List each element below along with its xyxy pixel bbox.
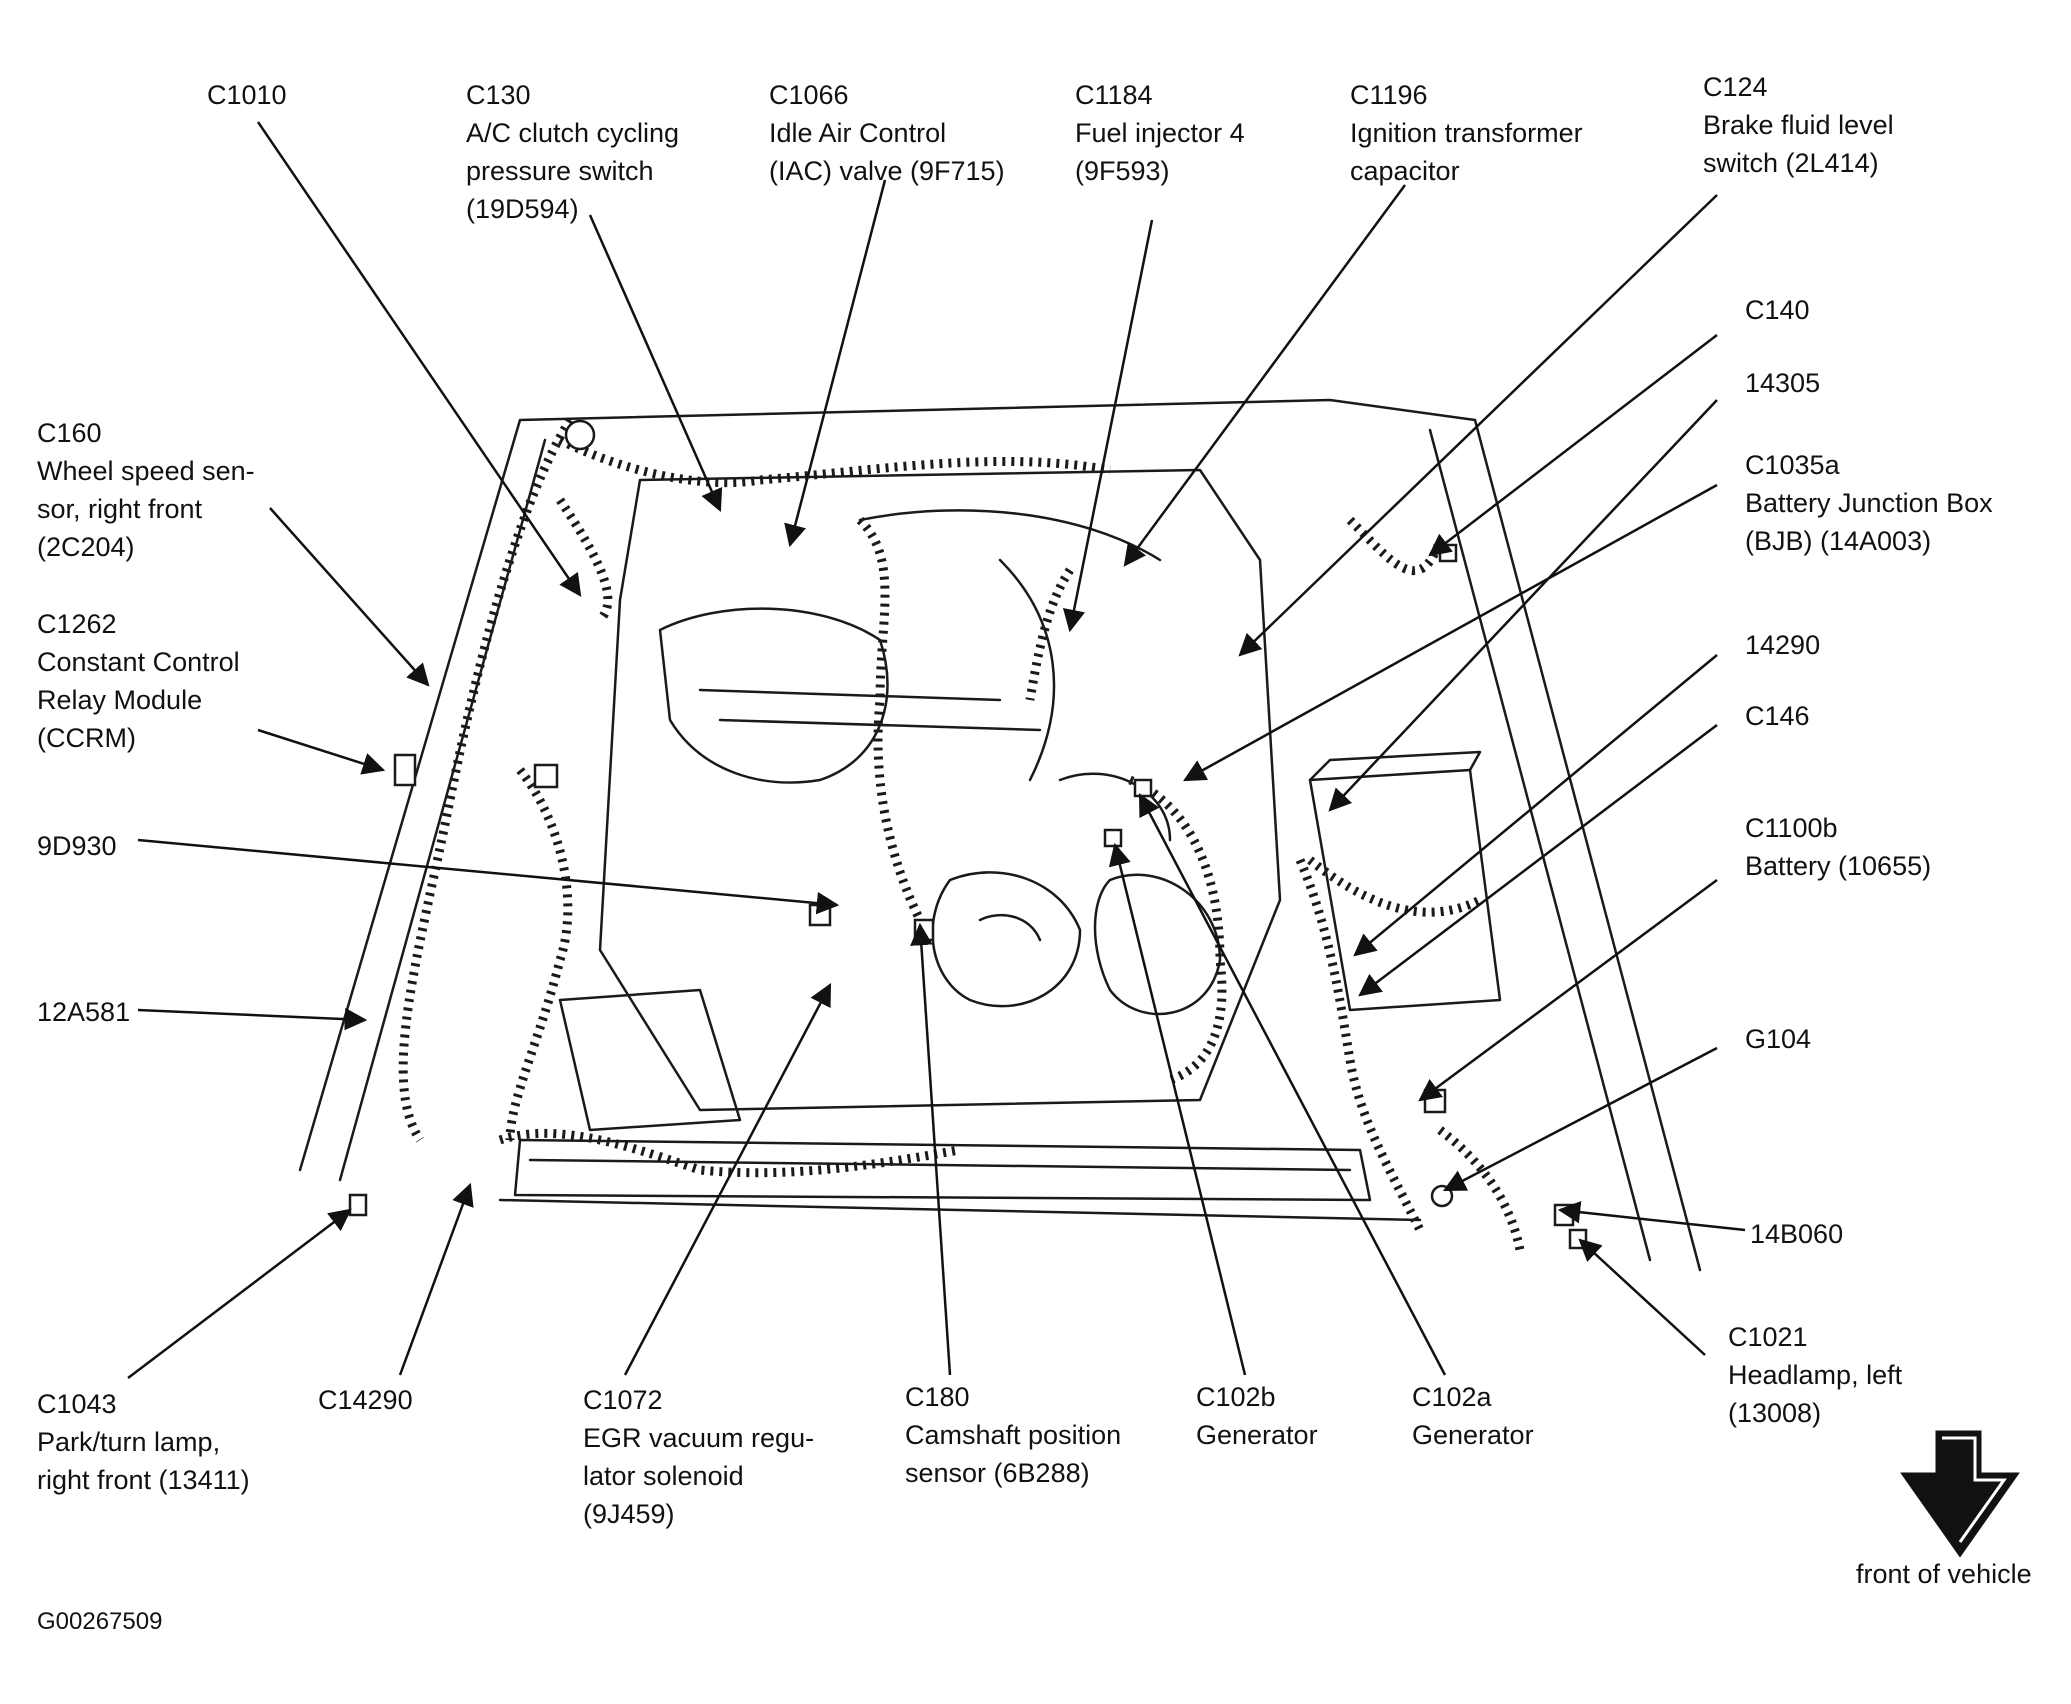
label-c1196: C1196 Ignition transformer capacitor (1350, 76, 1583, 190)
label-line: Generator (1412, 1420, 1534, 1450)
label-line: Headlamp, left (1728, 1360, 1903, 1390)
label-line: switch (2L414) (1703, 148, 1879, 178)
label-code: 12A581 (37, 997, 131, 1027)
label-c102b: C102b Generator (1196, 1378, 1318, 1454)
label-c1043: C1043 Park/turn lamp, right front (13411… (37, 1385, 250, 1499)
label-code: C1072 (583, 1385, 663, 1415)
label-line: (13008) (1728, 1398, 1822, 1428)
label-line: Camshaft position (905, 1420, 1122, 1450)
label-c146: C146 (1745, 697, 1810, 735)
label-line: capacitor (1350, 156, 1460, 186)
label-c130: C130 A/C clutch cycling pressure switch … (466, 76, 679, 228)
label-code: C1010 (207, 80, 287, 110)
label-line: Generator (1196, 1420, 1318, 1450)
label-code: C1262 (37, 609, 117, 639)
label-c160: C160 Wheel speed sen- sor, right front (… (37, 414, 255, 566)
label-c1100b: C1100b Battery (10655) (1745, 809, 1931, 885)
label-code: C102a (1412, 1382, 1492, 1412)
label-code: C14290 (318, 1385, 413, 1415)
label-line: A/C clutch cycling (466, 118, 680, 148)
label-c1035a: C1035a Battery Junction Box (BJB) (14A00… (1745, 446, 1993, 560)
label-line: right front (13411) (37, 1465, 250, 1495)
figure-id: G00267509 (37, 1608, 163, 1635)
label-g104: G104 (1745, 1020, 1811, 1058)
label-code: 14B060 (1750, 1219, 1844, 1249)
label-c140: C140 (1745, 291, 1810, 329)
front-of-vehicle-label: front of vehicle (1856, 1559, 2032, 1589)
label-code: C160 (37, 418, 102, 448)
label-code: C180 (905, 1382, 970, 1412)
label-line: Battery (10655) (1745, 851, 1932, 881)
label-line: (9J459) (583, 1499, 675, 1529)
label-c1072: C1072 EGR vacuum regu- lator solenoid (9… (583, 1381, 814, 1533)
label-c14290: C14290 (318, 1381, 413, 1419)
label-line: EGR vacuum regu- (583, 1423, 815, 1453)
label-line: (BJB) (14A003) (1745, 526, 1932, 556)
label-line: Ignition transformer (1350, 118, 1583, 148)
label-c124: C124 Brake fluid level switch (2L414) (1703, 68, 1894, 182)
label-c1066: C1066 Idle Air Control (IAC) valve (9F71… (769, 76, 1005, 190)
label-c102a: C102a Generator (1412, 1378, 1534, 1454)
label-code: C1021 (1728, 1322, 1808, 1352)
label-code: C102b (1196, 1382, 1276, 1412)
label-code: 14290 (1745, 630, 1821, 660)
label-line: lator solenoid (583, 1461, 744, 1491)
label-code: 9D930 (37, 831, 117, 861)
label-code: C140 (1745, 295, 1810, 325)
label-14305: 14305 (1745, 364, 1820, 402)
label-line: Relay Module (37, 685, 203, 715)
label-code: C1184 (1075, 80, 1153, 110)
label-code: C1043 (37, 1389, 117, 1419)
label-line: (9F593) (1075, 156, 1170, 186)
label-c180: C180 Camshaft position sensor (6B288) (905, 1378, 1121, 1492)
label-code: C130 (466, 80, 531, 110)
down-arrow-icon (1900, 1430, 2020, 1558)
label-line: Park/turn lamp, (37, 1427, 221, 1457)
label-line: (19D594) (466, 194, 579, 224)
label-line: Idle Air Control (769, 118, 947, 148)
label-c1262: C1262 Constant Control Relay Module (CCR… (37, 605, 240, 757)
label-line: Fuel injector 4 (1075, 118, 1245, 148)
label-line: Constant Control (37, 647, 240, 677)
label-code: C1035a (1745, 450, 1840, 480)
label-line: sensor (6B288) (905, 1458, 1090, 1488)
label-line: (IAC) valve (9F715) (769, 156, 1005, 186)
label-14290: 14290 (1745, 626, 1820, 664)
label-c1010: C1010 (207, 76, 287, 114)
label-line: sor, right front (37, 494, 203, 524)
label-code: G104 (1745, 1024, 1812, 1054)
label-line: (2C204) (37, 532, 135, 562)
label-code: C124 (1703, 72, 1768, 102)
label-code: C1100b (1745, 813, 1838, 843)
label-c1021: C1021 Headlamp, left (13008) (1728, 1318, 1902, 1432)
label-line: pressure switch (466, 156, 654, 186)
label-line: Wheel speed sen- (37, 456, 255, 486)
label-code: 14305 (1745, 368, 1821, 398)
label-line: Battery Junction Box (1745, 488, 1993, 518)
label-14b060: 14B060 (1750, 1215, 1843, 1253)
label-c1184: C1184 Fuel injector 4 (9F593) (1075, 76, 1245, 190)
label-line: (CCRM) (37, 723, 136, 753)
label-9d930: 9D930 (37, 827, 117, 865)
label-code: C1196 (1350, 80, 1428, 110)
label-code: C1066 (769, 80, 849, 110)
label-code: C146 (1745, 701, 1810, 731)
label-line: Brake fluid level (1703, 110, 1894, 140)
label-12a581: 12A581 (37, 993, 130, 1031)
